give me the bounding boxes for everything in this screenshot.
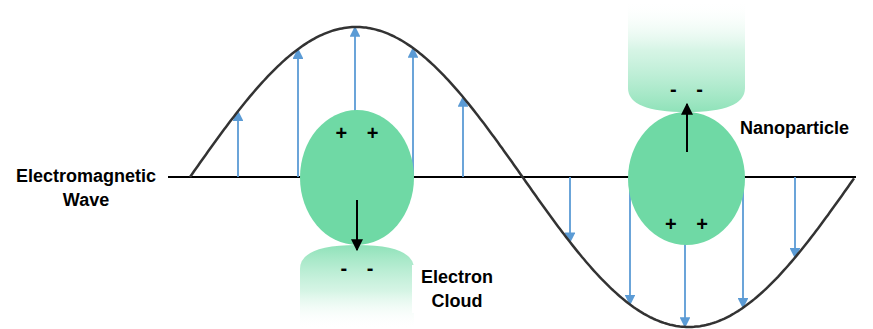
wave-label: Electromagnetic Wave — [4, 164, 168, 212]
nanoparticle: + + — [628, 112, 745, 245]
field-arrow — [237, 111, 239, 177]
charge-sign: - - — [670, 78, 703, 100]
electron-cloud: - - — [628, 0, 745, 112]
wave-axis — [160, 176, 856, 178]
sine-wave — [190, 27, 854, 327]
field-arrow — [297, 49, 299, 177]
field-arrow — [462, 97, 464, 177]
nanoparticle: + + — [300, 110, 414, 245]
electron-cloud: - - — [300, 245, 414, 329]
field-arrow — [794, 177, 796, 258]
particle-body — [300, 110, 414, 245]
field-arrow — [412, 48, 414, 177]
particle-label: Nanoparticle — [740, 116, 849, 140]
charge-sign: + + — [665, 213, 708, 235]
particle-body — [628, 112, 745, 245]
charge-sign: + + — [336, 122, 379, 144]
charge-sign: - - — [341, 257, 374, 279]
field-arrow — [569, 177, 571, 242]
cloud-body — [628, 0, 745, 112]
cloud-label: Electron Cloud — [412, 265, 502, 313]
cloud-body — [300, 245, 414, 329]
